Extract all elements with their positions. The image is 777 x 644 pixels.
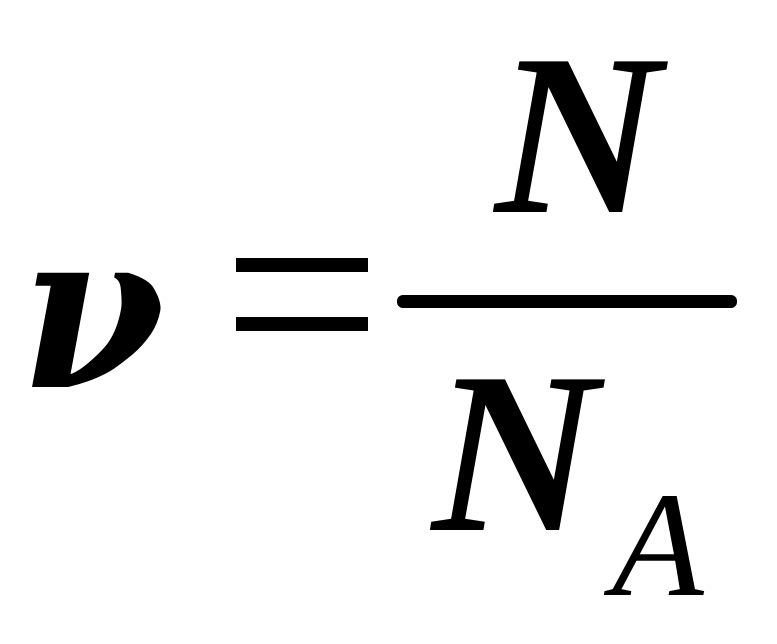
equals-sign-top-bar: [236, 258, 368, 272]
fraction-bar: [397, 295, 737, 308]
numerator-symbol: N: [495, 7, 662, 262]
equals-sign-bottom-bar: [236, 317, 368, 331]
denominator-symbol: N: [432, 325, 599, 580]
nu-symbol: ν: [20, 180, 166, 439]
denominator-subscript: A: [612, 462, 704, 628]
